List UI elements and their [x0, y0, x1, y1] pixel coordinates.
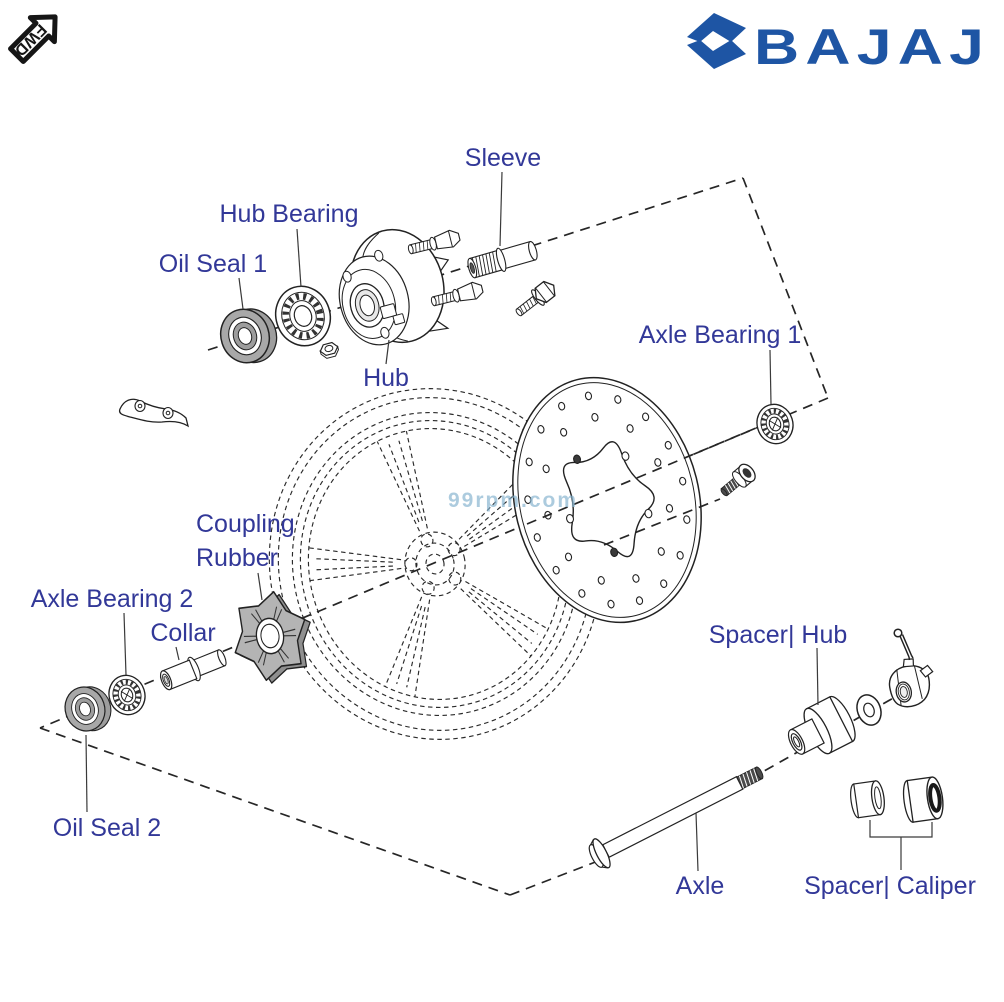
axle-leader	[695, 812, 699, 872]
assembly-axis-lines	[39, 177, 928, 896]
axle-link-line	[509, 860, 599, 896]
spacer-caliper-small-part	[850, 780, 885, 819]
watermark-text: 99rpm.com	[448, 489, 578, 512]
collar-part	[159, 649, 227, 691]
axis-over-disc-line	[526, 422, 769, 525]
hub-nut-part	[319, 341, 339, 359]
sleeve-part	[467, 240, 538, 279]
hex-bolt-part	[515, 280, 556, 317]
oil-seal-2-part	[64, 686, 112, 732]
bajaj-wordmark: BAJAJ	[754, 19, 990, 75]
label-axle: Axle	[676, 872, 725, 900]
part-labels: Sleeve Hub Bearing Oil Seal 1 Hub Axle B…	[31, 144, 976, 900]
brake-disc	[512, 376, 702, 624]
disc-vent-holes	[524, 391, 691, 609]
bottom-edge-line	[39, 727, 511, 896]
label-oil-seal-2: Oil Seal 2	[53, 814, 161, 842]
lower-axis-line	[39, 397, 829, 729]
hub-leader	[385, 339, 390, 365]
wheel-hub-mid	[415, 542, 455, 586]
oil-seal-2-leader	[85, 734, 88, 813]
bajaj-flying-b-icon	[687, 13, 746, 42]
wheel-stud-lower	[430, 281, 484, 307]
axis-over-disc	[526, 422, 769, 546]
disc-bolt-axis-line	[603, 498, 721, 546]
wheel-hub-outer	[404, 531, 466, 597]
disc-outer-edge	[512, 376, 702, 624]
label-spacer-hub: Spacer| Hub	[709, 621, 848, 649]
collar-leader	[175, 646, 180, 661]
axle-part	[588, 766, 764, 869]
label-oil-seal-1: Oil Seal 1	[159, 250, 267, 278]
spacer-hub-part	[787, 695, 856, 755]
oil-seal-1-leader	[238, 277, 244, 310]
spacer-caliper-large-part	[902, 776, 944, 823]
label-axle-bearing-2: Axle Bearing 2	[31, 585, 194, 613]
wheel-stud-upper	[407, 229, 461, 255]
sleeve-leader	[499, 171, 503, 247]
label-spacer-caliper: Spacer| Caliper	[804, 872, 976, 900]
axle-bearing-2-part	[108, 674, 146, 716]
label-axle-bearing-1: Axle Bearing 1	[639, 321, 802, 349]
fwd-badge: FWD	[8, 14, 58, 64]
castle-nut-part	[888, 658, 934, 708]
right-edge-line	[742, 177, 829, 399]
hub-part	[338, 228, 450, 346]
disc-inner-edge	[517, 382, 697, 618]
cotter-pin-part	[893, 628, 914, 661]
retainer-bracket	[118, 398, 190, 428]
bajaj-logo: BAJAJ	[687, 13, 990, 75]
axle-bearing-2-leader	[123, 612, 127, 676]
label-sleeve: Sleeve	[465, 144, 541, 172]
spacer-caliper-bracket	[869, 820, 933, 870]
spacer-hub-leader	[816, 647, 819, 706]
bajaj-flying-b-icon-lower	[687, 40, 746, 69]
label-collar: Collar	[150, 619, 215, 647]
label-hub: Hub	[363, 364, 409, 392]
leader-lines	[85, 171, 933, 872]
axle-washer-part	[856, 694, 882, 726]
fwd-arrow-icon	[8, 14, 58, 64]
axle-bearing-1-part	[756, 403, 794, 445]
hub-bearing-leader	[296, 228, 302, 288]
label-coupling-rubber-line1: Coupling	[196, 510, 295, 538]
hub-bearing-part	[274, 285, 332, 347]
disc-bolt-part	[720, 463, 756, 497]
label-hub-bearing: Hub Bearing	[220, 200, 359, 228]
label-coupling-rubber-line2: Rubber	[196, 544, 278, 572]
axle-bearing-1-leader	[769, 349, 772, 405]
wheel-hub-bore	[425, 553, 445, 575]
oil-seal-1-part	[219, 308, 278, 364]
coupling-rubber-leader	[257, 572, 263, 601]
coupling-rubber-part	[234, 590, 311, 684]
